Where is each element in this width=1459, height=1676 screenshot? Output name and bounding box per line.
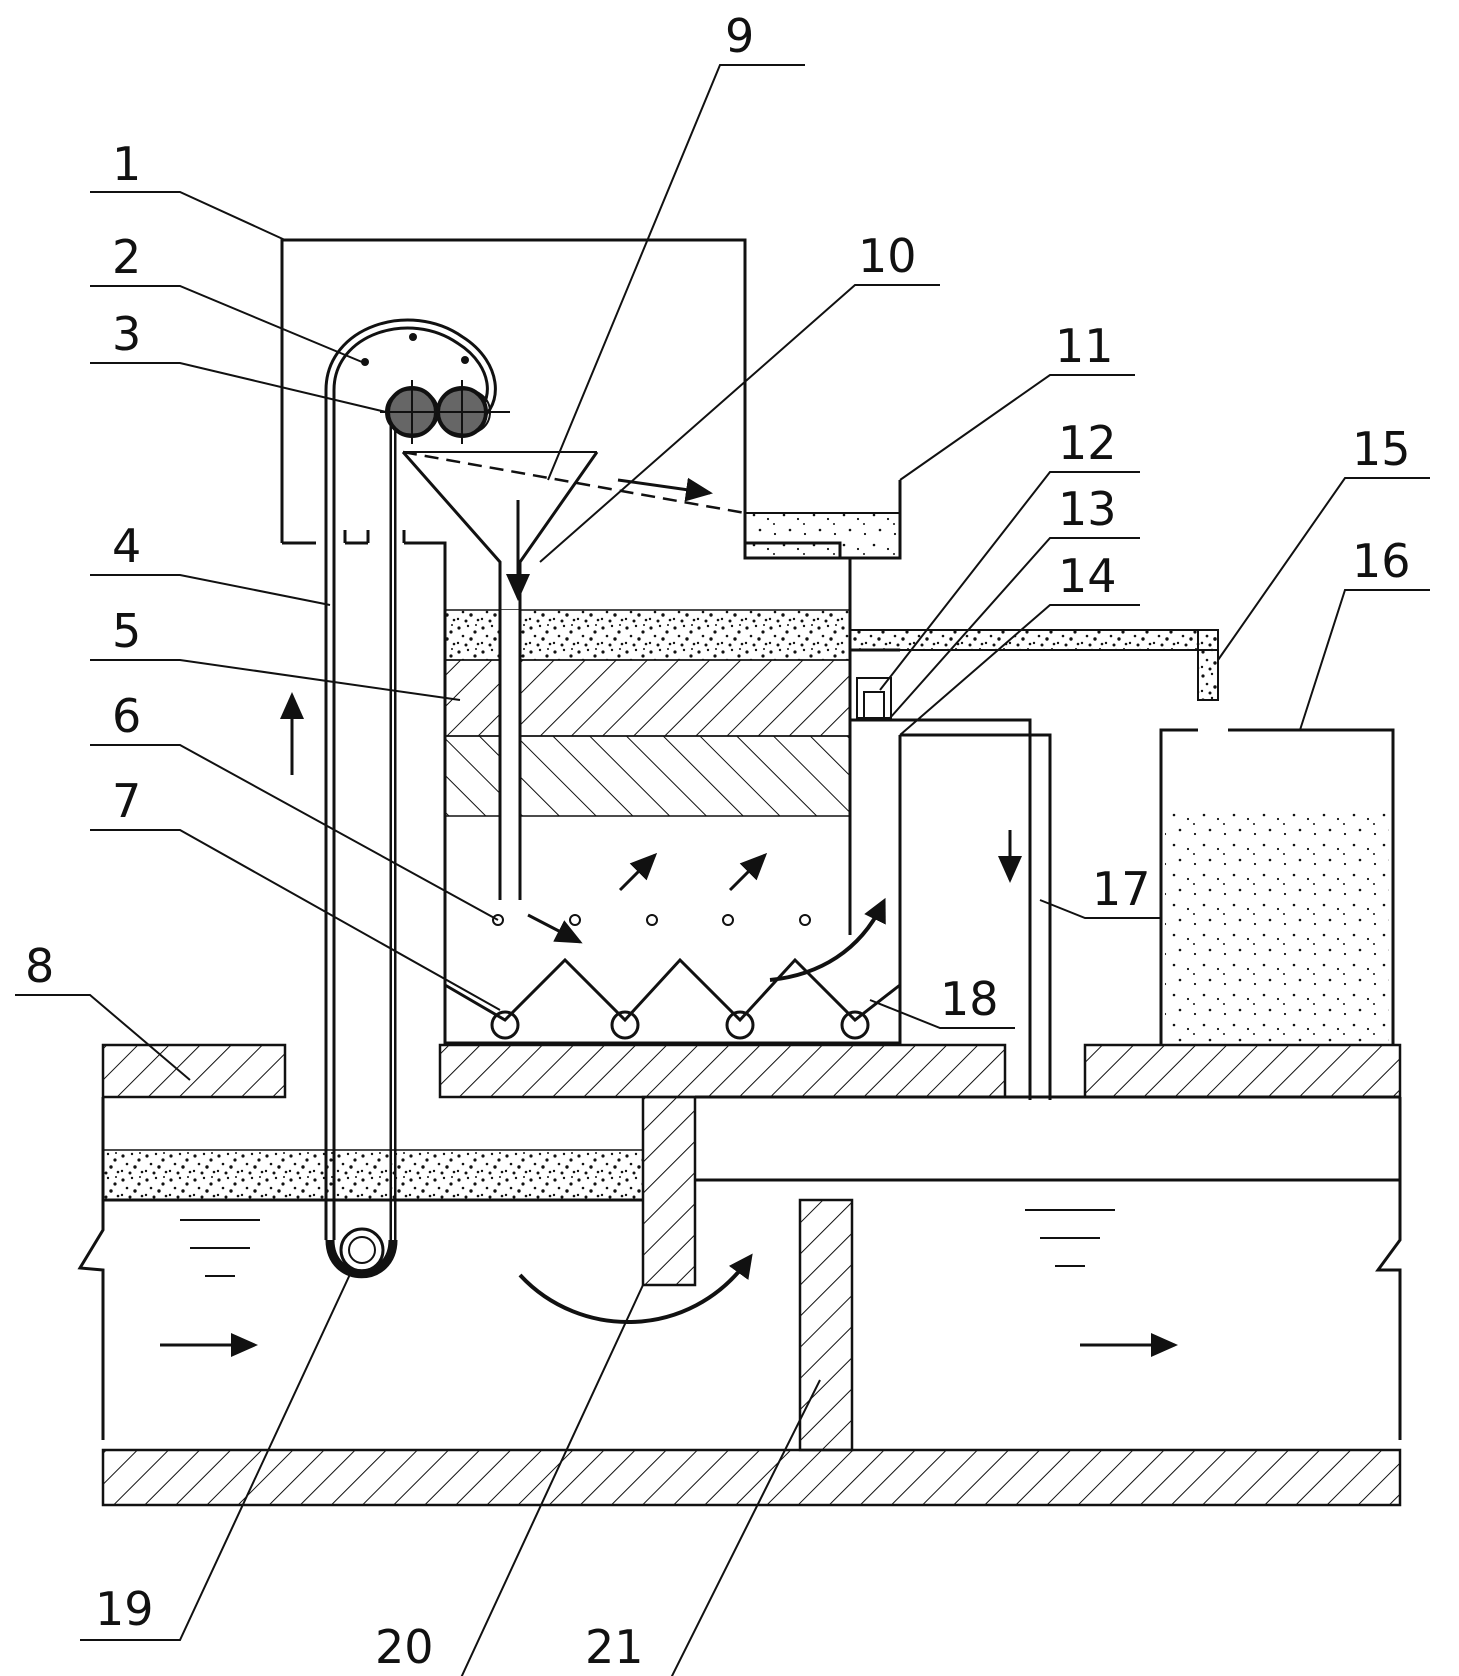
label-1: 1: [112, 137, 141, 191]
arrow-diag: [527, 913, 583, 944]
water-level-right: [1025, 1209, 1115, 1267]
belt-bottom-loop: [325, 1239, 398, 1279]
ball: [725, 1010, 755, 1040]
aeration-hole: [722, 914, 734, 926]
belt-tension-dot: [461, 356, 469, 364]
label-16: 16: [1352, 534, 1411, 588]
label-3: 3: [112, 307, 141, 361]
label-13: 13: [1058, 482, 1117, 536]
slab-8: [101, 1043, 287, 1099]
zigzag-bottom: [444, 957, 901, 1023]
roller-housing: [385, 388, 492, 436]
label-21: 21: [585, 1620, 644, 1674]
tank-16-contents: [1165, 808, 1389, 1043]
label-20: 20: [375, 1620, 434, 1674]
channel-right-wall: [1375, 1097, 1402, 1440]
slab-center: [438, 1043, 1007, 1099]
arrow-up-2: [728, 852, 768, 892]
arrow-up-1: [618, 852, 658, 892]
aeration-hole: [569, 914, 581, 926]
label-19: 19: [95, 1582, 154, 1636]
label-2: 2: [112, 230, 141, 284]
water-level-left: [180, 1219, 260, 1277]
aeration-hole: [492, 914, 504, 926]
partition-21: [798, 1198, 854, 1452]
funnel-tube-mask: [500, 610, 520, 900]
label-9: 9: [725, 9, 754, 63]
valve-stem: [863, 691, 885, 718]
housing-slot: [343, 530, 447, 558]
ball: [610, 1010, 640, 1040]
leader-lines: [15, 64, 1430, 1676]
label-14: 14: [1058, 549, 1117, 603]
bottom-pulley: [339, 1227, 385, 1273]
ball: [490, 1010, 520, 1040]
label-5: 5: [112, 604, 141, 658]
aeration-hole: [646, 914, 658, 926]
discharge-chute: [743, 480, 902, 560]
channel-floor: [101, 1448, 1402, 1507]
slab-right: [1083, 1043, 1402, 1099]
roller-axis: [380, 380, 510, 444]
belt-outer-fill: [327, 321, 494, 1240]
pipe-15-down: [1197, 629, 1219, 701]
scraper-dashed: [402, 450, 746, 515]
arrow-curve-channel: [518, 1253, 753, 1324]
label-18: 18: [940, 972, 999, 1026]
label-10: 10: [858, 229, 917, 283]
label-11: 11: [1055, 319, 1114, 373]
partition-20: [641, 1095, 697, 1287]
aeration-hole: [799, 914, 811, 926]
valve-body: [856, 677, 892, 719]
arrow-discharge: [617, 477, 713, 502]
bottom-pulley-inner: [348, 1236, 376, 1264]
label-15: 15: [1352, 422, 1411, 476]
sludge-cake: [744, 512, 901, 559]
belt-tension-dot: [361, 358, 369, 366]
channel-left-wall: [77, 1097, 105, 1440]
label-8: 8: [25, 939, 54, 993]
belt-tension-dot: [409, 333, 417, 341]
label-6: 6: [112, 689, 141, 743]
tank-16: [1159, 728, 1395, 1045]
channel-right-top: [695, 1095, 1400, 1182]
housing-outline: [280, 238, 842, 558]
pipe-15: [849, 629, 1219, 651]
ball: [840, 1010, 870, 1040]
label-4: 4: [112, 519, 141, 573]
arrow-curve-tank: [769, 897, 886, 982]
channel-left-sludge: [102, 1149, 644, 1201]
label-7: 7: [112, 774, 141, 828]
label-17: 17: [1092, 862, 1151, 916]
label-12: 12: [1058, 416, 1117, 470]
